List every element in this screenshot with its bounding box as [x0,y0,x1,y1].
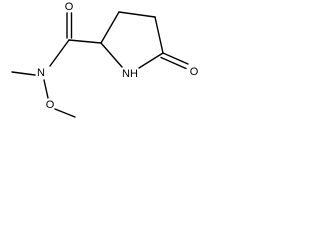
bond-ring-c5-n1 [138,52,164,69]
bond-amide-nitrogen-methyl [11,71,36,76]
atom-label-lactam-oxygen: O [190,66,199,78]
chemical-structure: O N O NH O [11,1,199,118]
bond-ring-c3-c4 [118,11,156,18]
bond-methoxy-methyl [54,108,76,118]
atom-label-methoxy-oxygen: O [46,99,55,111]
bond-lactam-carbonyl-double-a [162,52,189,65]
atom-label-ring-nitrogen: NH [122,68,138,80]
bond-ring-c2-c3 [100,11,120,44]
bond-ring-n1-c2 [100,42,123,68]
atom-label-amide-nitrogen: N [37,67,45,79]
bond-ring-c4-c5 [154,16,164,54]
bond-carbonyl-to-amide-nitrogen [49,39,70,67]
atom-labels: O N O NH O [37,1,199,111]
atom-label-amide-oxygen: O [65,1,74,13]
bond-carbonyl-to-ring [68,39,102,44]
bond-lactam-carbonyl-double-b [160,56,187,70]
bonds [11,11,189,118]
bond-amide-nitrogen-oxygen [43,79,49,99]
